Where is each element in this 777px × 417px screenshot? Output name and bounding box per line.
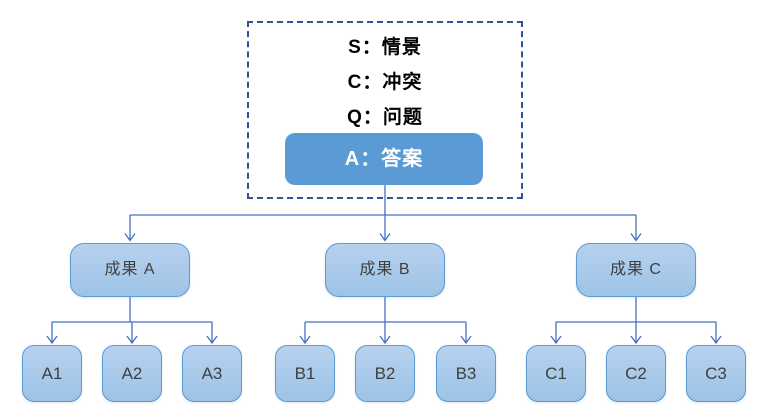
arrowhead-leaf-c1 — [550, 335, 562, 345]
arrowhead-leaf-c2 — [630, 335, 642, 345]
connector-a-to-leaves — [51, 297, 213, 342]
leaf-node-c3: C3 — [686, 345, 746, 402]
connector-b-to-leaves — [304, 297, 467, 342]
connector-c-to-leaves — [555, 297, 717, 342]
arrowhead-result-c — [630, 233, 642, 242]
result-node-a: 成果 A — [70, 243, 190, 297]
arrowhead-leaf-b3 — [460, 335, 472, 345]
arrowhead-leaf-a3 — [206, 335, 218, 345]
leaf-node-b2: B2 — [355, 345, 415, 402]
leaf-node-a3: A3 — [182, 345, 242, 402]
arrowhead-leaf-b2 — [379, 335, 391, 345]
arrowhead-leaf-a2 — [126, 335, 138, 345]
result-node-b: 成果 B — [325, 243, 445, 297]
scqa-group-box: S：情景 C：冲突 Q：问题 A：答案 — [247, 21, 523, 199]
scqa-question-label: Q：问题 — [347, 107, 423, 128]
arrowhead-leaf-c3 — [710, 335, 722, 345]
leaf-node-b3: B3 — [436, 345, 496, 402]
leaf-node-c2: C2 — [606, 345, 666, 402]
arrowhead-leaf-a1 — [46, 335, 58, 345]
leaf-node-a1: A1 — [22, 345, 82, 402]
arrowhead-result-a — [124, 233, 136, 242]
arrowhead-leaf-b1 — [299, 335, 311, 345]
scqa-conflict-label: C：冲突 — [347, 72, 423, 93]
leaf-node-b1: B1 — [275, 345, 335, 402]
scqa-situation-label: S：情景 — [348, 37, 422, 58]
connector-answer-to-results — [129, 185, 637, 240]
arrowhead-result-b — [379, 233, 391, 242]
scqa-answer-box: A：答案 — [285, 133, 483, 185]
leaf-node-a2: A2 — [102, 345, 162, 402]
leaf-node-c1: C1 — [526, 345, 586, 402]
result-node-c: 成果 C — [576, 243, 696, 297]
